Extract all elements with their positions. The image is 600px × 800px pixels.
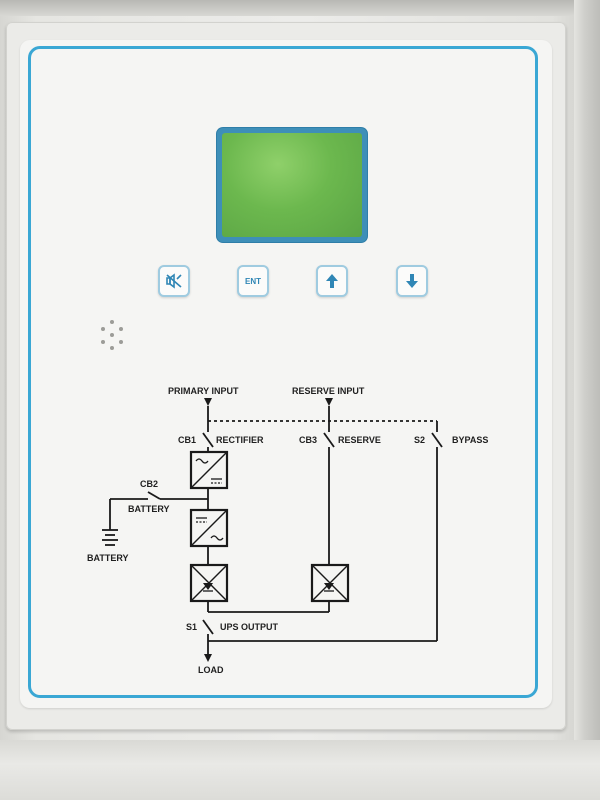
reserve-input-label: RESERVE INPUT bbox=[292, 386, 365, 396]
buzzer-grille bbox=[95, 318, 133, 352]
arrow-up-icon bbox=[326, 274, 338, 288]
cabinet-bottom-edge bbox=[0, 740, 600, 800]
arrow-down-icon bbox=[406, 274, 418, 288]
lcd-display bbox=[222, 133, 362, 237]
reserve-label: RESERVE bbox=[338, 435, 381, 445]
cb2-label: CB2 bbox=[140, 479, 159, 489]
alarm-silence-icon bbox=[166, 273, 182, 289]
battery-label: BATTERY bbox=[87, 553, 129, 563]
cb3-label: CB3 bbox=[299, 435, 318, 445]
alarm-silence-button[interactable] bbox=[158, 265, 190, 297]
s2-label: S2 bbox=[414, 435, 426, 445]
enter-button[interactable]: ENT bbox=[237, 265, 269, 297]
enter-button-label: ENT bbox=[245, 276, 261, 286]
bypass-label: BYPASS bbox=[452, 435, 489, 445]
panel-border bbox=[28, 46, 538, 698]
down-button[interactable] bbox=[396, 265, 428, 297]
cabinet-side bbox=[574, 0, 600, 800]
up-button[interactable] bbox=[316, 265, 348, 297]
ups-output-label: UPS OUTPUT bbox=[220, 622, 279, 632]
cabinet-top-edge bbox=[0, 0, 600, 16]
rectifier-label: RECTIFIER bbox=[216, 435, 264, 445]
battery-breaker-label: BATTERY bbox=[128, 504, 170, 514]
cb1-label: CB1 bbox=[178, 435, 197, 445]
load-label: LOAD bbox=[198, 665, 224, 675]
s1-label: S1 bbox=[186, 622, 198, 632]
primary-input-label: PRIMARY INPUT bbox=[168, 386, 239, 396]
